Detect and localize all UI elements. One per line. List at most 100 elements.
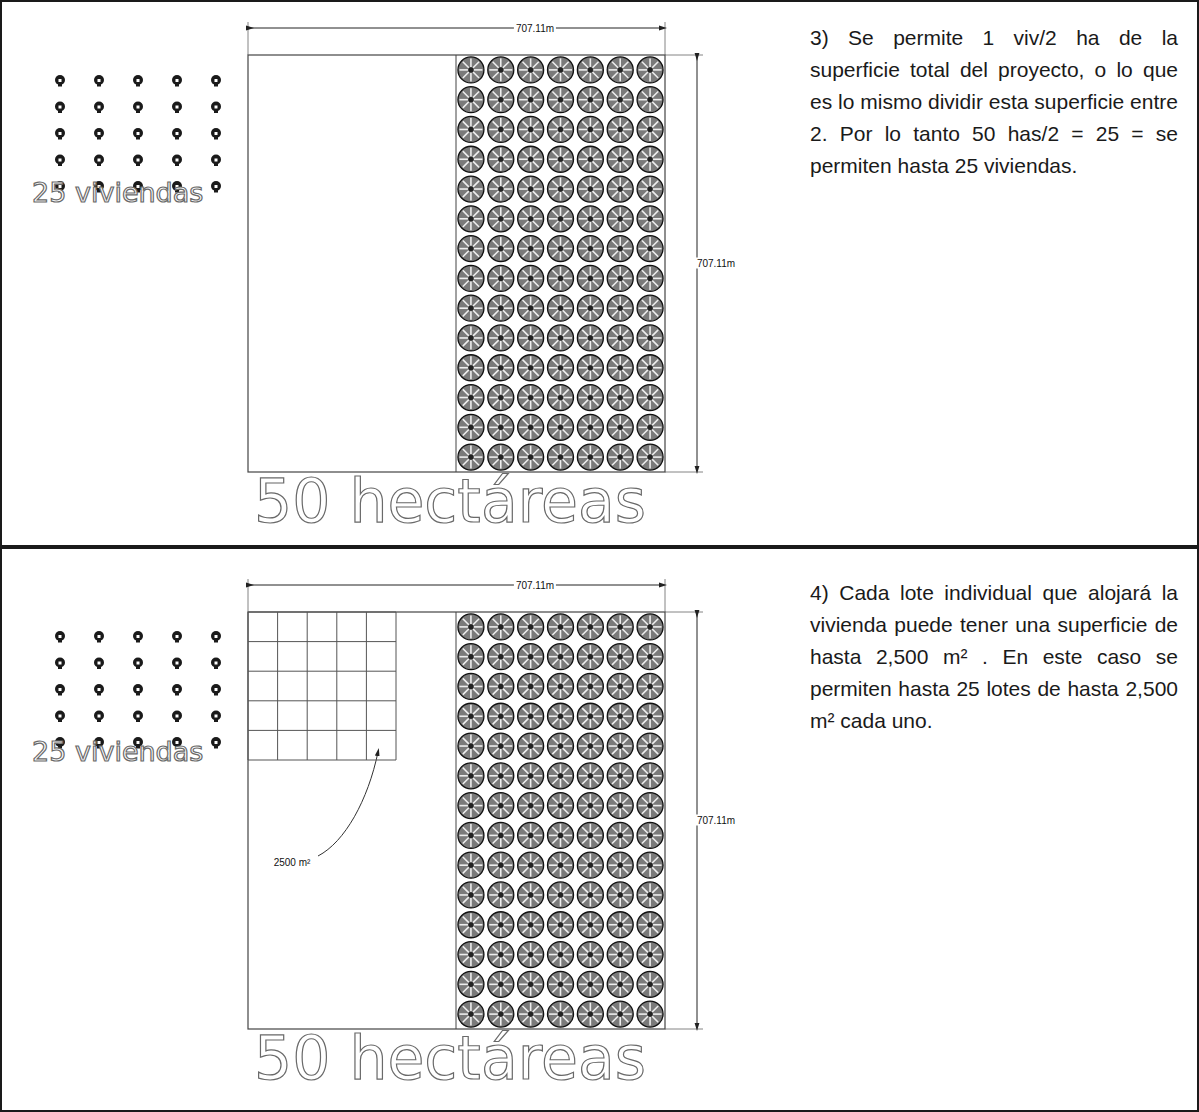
tree-icon — [488, 176, 514, 202]
tree-icon — [518, 385, 544, 411]
tree-icon — [488, 673, 514, 699]
house-count: 25 viviendas — [32, 178, 203, 208]
tree-icon — [577, 614, 603, 640]
tree-icon — [488, 265, 514, 291]
tree-icon — [607, 852, 633, 878]
house-icon — [211, 75, 221, 87]
house-icon — [55, 102, 65, 114]
area-label: 2500 m² — [272, 857, 313, 868]
tree-icon — [518, 614, 544, 640]
house-icon — [133, 658, 143, 670]
tree-icon — [518, 265, 544, 291]
tree-icon — [458, 673, 484, 699]
tree-icon — [607, 444, 633, 470]
tree-icon — [548, 882, 574, 908]
tree-icon — [458, 942, 484, 968]
tree-icon — [488, 206, 514, 232]
house-icon — [55, 631, 65, 643]
house-icon — [211, 684, 221, 696]
tree-icon — [577, 57, 603, 83]
tree-icon — [637, 793, 663, 819]
tree-icon — [607, 793, 633, 819]
tree-icon — [548, 87, 574, 113]
tree-icon — [548, 763, 574, 789]
tree-icon — [518, 822, 544, 848]
tree-icon — [488, 385, 514, 411]
house-icon — [133, 631, 143, 643]
tree-icon — [518, 793, 544, 819]
tree-icon — [577, 763, 603, 789]
tree-icon — [577, 295, 603, 321]
tree-icon — [637, 414, 663, 440]
tree-icon — [518, 882, 544, 908]
tree-icon — [488, 355, 514, 381]
tree-icon — [637, 703, 663, 729]
tree-icon — [607, 385, 633, 411]
tree-icon — [518, 295, 544, 321]
tree-icon — [548, 325, 574, 351]
tree-icon — [607, 703, 633, 729]
house-icon — [211, 631, 221, 643]
tree-icon — [637, 614, 663, 640]
note-text: 4) Cada lote individual que alojará la v… — [810, 577, 1178, 737]
tree-icon — [458, 822, 484, 848]
tree-icon — [637, 882, 663, 908]
leader-line — [318, 752, 378, 856]
house-icon — [55, 684, 65, 696]
tree-icon — [488, 325, 514, 351]
tree-icon — [518, 355, 544, 381]
house-icon — [55, 75, 65, 87]
tree-icon — [607, 414, 633, 440]
tree-icon — [577, 793, 603, 819]
tree-icon — [637, 176, 663, 202]
tree-icon — [488, 733, 514, 759]
tree-icon — [577, 385, 603, 411]
tree-icon — [518, 414, 544, 440]
tree-icon — [548, 146, 574, 172]
panel-box: 25 viviendas50 hectáreas3) Se permite 1 … — [0, 0, 1199, 547]
tree-icon — [518, 971, 544, 997]
house-icon — [133, 128, 143, 140]
house-icon — [172, 711, 182, 723]
tree-icon — [637, 644, 663, 670]
tree-icon — [458, 385, 484, 411]
tree-icon — [488, 236, 514, 262]
tree-icon — [577, 325, 603, 351]
tree-icon — [577, 673, 603, 699]
tree-icon — [607, 325, 633, 351]
tree-icon — [488, 57, 514, 83]
tree-icon — [458, 793, 484, 819]
lot-grid — [248, 612, 396, 760]
tree-icon — [488, 87, 514, 113]
note-text: 3) Se permite 1 viv/2 ha de la superfici… — [810, 22, 1178, 182]
house-icon — [211, 155, 221, 167]
tree-icon — [607, 116, 633, 142]
tree-icon — [577, 1001, 603, 1027]
tree-icon — [637, 385, 663, 411]
tree-icon — [577, 644, 603, 670]
tree-icon — [488, 703, 514, 729]
tree-icon — [637, 325, 663, 351]
tree-icon — [458, 116, 484, 142]
panel-box: 25 viviendas50 hectáreas4) Cada lote ind… — [0, 547, 1199, 1112]
tree-icon — [607, 971, 633, 997]
tree-icon — [637, 942, 663, 968]
tree-icon — [607, 1001, 633, 1027]
tree-icon — [637, 733, 663, 759]
tree-icon — [518, 644, 544, 670]
house-icon — [94, 711, 104, 723]
tree-icon — [637, 763, 663, 789]
site-plan — [248, 22, 703, 472]
tree-icon — [518, 703, 544, 729]
tree-icon — [607, 822, 633, 848]
house-icon — [133, 684, 143, 696]
tree-icon — [458, 176, 484, 202]
tree-icon — [458, 146, 484, 172]
tree-icon — [637, 822, 663, 848]
house-icon — [55, 658, 65, 670]
house-icon — [172, 631, 182, 643]
tree-icon — [458, 206, 484, 232]
tree-icon — [577, 355, 603, 381]
tree-icon — [458, 57, 484, 83]
tree-icon — [458, 295, 484, 321]
